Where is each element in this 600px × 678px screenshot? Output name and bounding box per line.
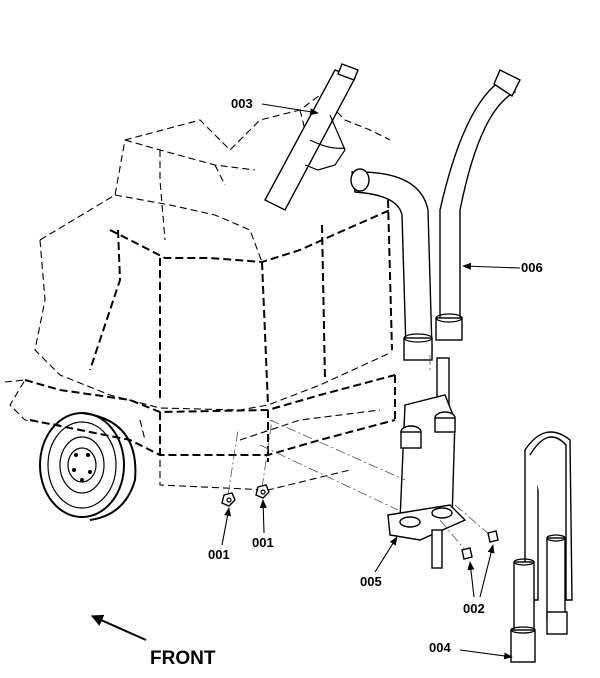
nut-right-part bbox=[255, 484, 270, 499]
label-003: 003 bbox=[231, 96, 253, 111]
alignment-lines bbox=[227, 419, 491, 551]
machine-body-outline bbox=[4, 94, 396, 491]
label-002: 002 bbox=[463, 601, 485, 616]
label-004: 004 bbox=[429, 640, 451, 655]
hose-part bbox=[435, 69, 521, 341]
label-005: 005 bbox=[360, 574, 382, 589]
label-001-left: 001 bbox=[208, 547, 230, 562]
front-arrow-icon bbox=[90, 614, 147, 641]
bolts-part bbox=[461, 530, 499, 560]
front-direction-indicator: FRONT bbox=[90, 614, 216, 669]
bracket-part bbox=[387, 355, 467, 569]
tool-tube-part bbox=[510, 431, 573, 663]
front-label: FRONT bbox=[150, 648, 216, 669]
wheel bbox=[39, 412, 137, 521]
squeegee-part bbox=[264, 63, 368, 211]
hose-elbow bbox=[350, 168, 433, 361]
leader-lines bbox=[221, 103, 521, 660]
nut-left-part bbox=[221, 492, 236, 507]
label-006: 006 bbox=[521, 260, 543, 275]
label-001-right: 001 bbox=[252, 535, 274, 550]
